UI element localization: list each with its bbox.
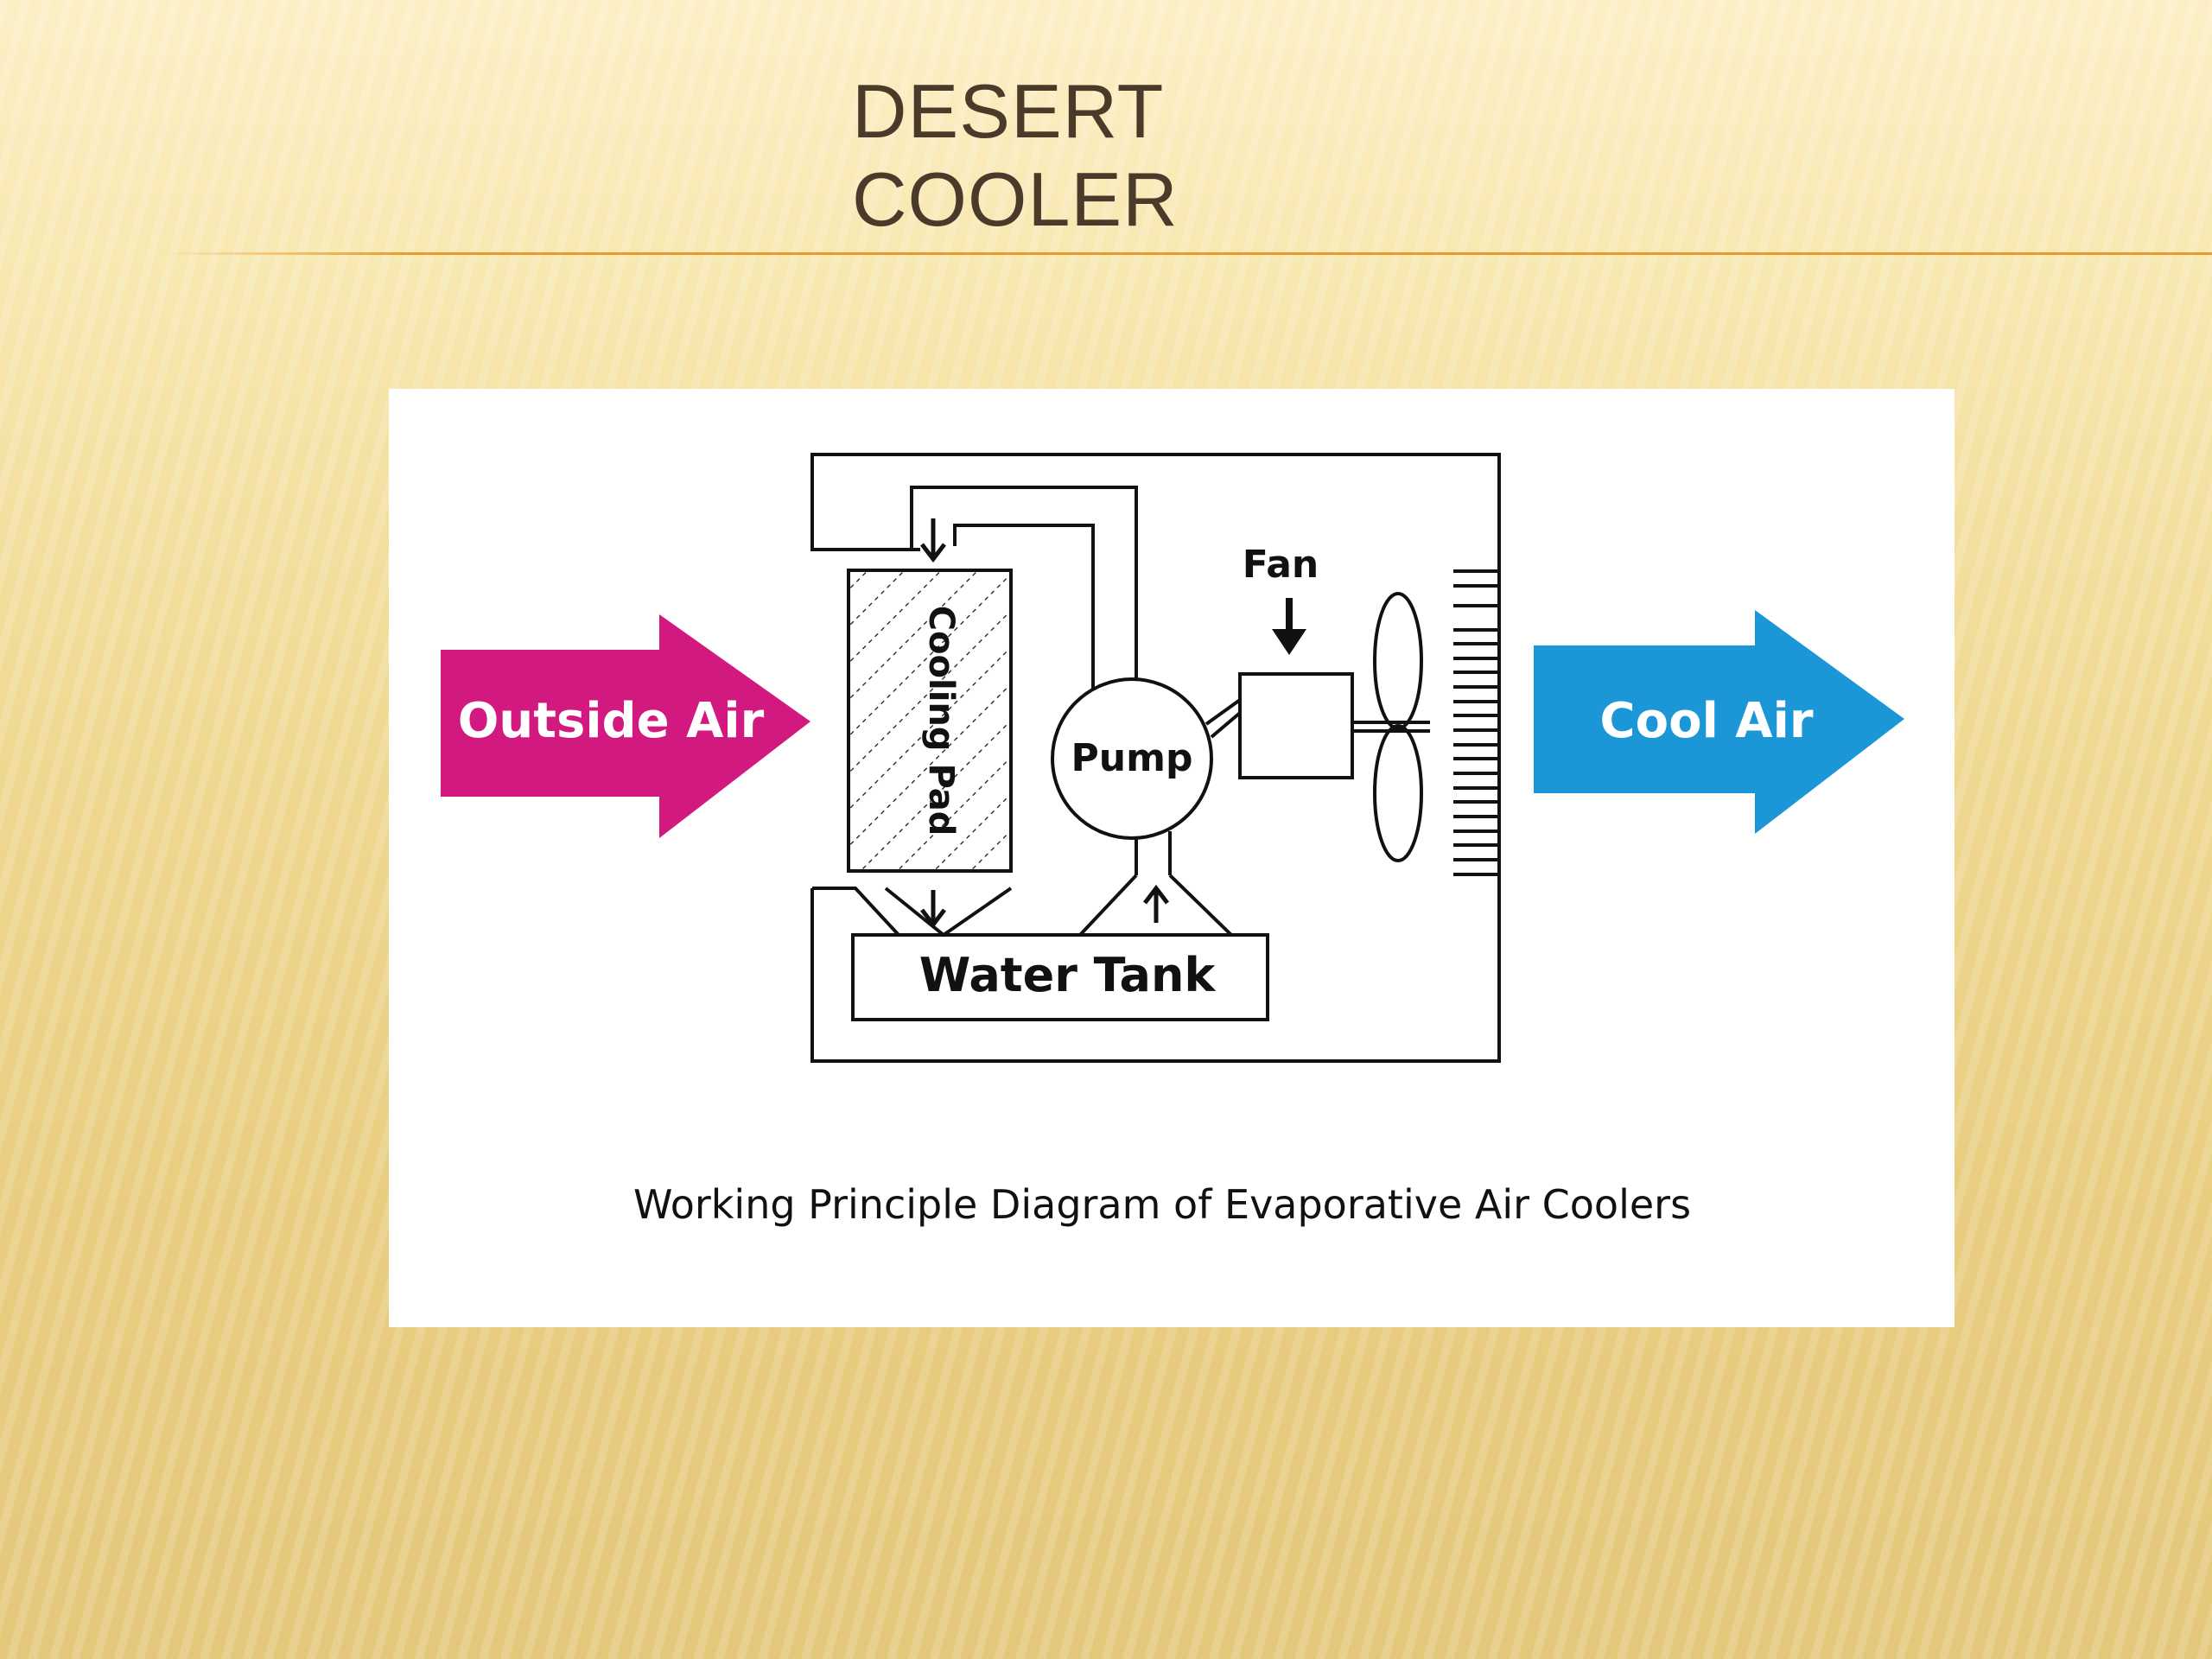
cool-air-arrow <box>1534 610 1904 834</box>
title-line-2: COOLER <box>852 156 1179 242</box>
cooler-diagram: Outside Air Cool Air <box>441 453 1904 1228</box>
arrow-up-icon <box>1143 884 1169 923</box>
diagram-caption: Working Principle Diagram of Evaporative… <box>633 1181 1691 1228</box>
diagram-panel: Outside Air Cool Air <box>389 389 1955 1327</box>
housing-outline <box>810 453 1501 571</box>
outside-air-arrow <box>441 614 810 838</box>
pump-motor-link-2 <box>1210 711 1242 739</box>
pump-intake-right <box>1168 874 1233 937</box>
title-divider <box>164 252 2212 255</box>
outside-air-label: Outside Air <box>458 693 765 749</box>
housing-outline-lower <box>810 884 1501 1063</box>
drip-funnel <box>884 887 1013 938</box>
arrow-down-icon <box>920 890 946 929</box>
pump <box>1051 677 1213 840</box>
vent-grille <box>1453 569 1501 884</box>
pump-motor-link <box>1205 698 1242 726</box>
fan-blade-lower <box>1373 724 1423 862</box>
fan-motor <box>1238 672 1354 779</box>
flow-arrows <box>920 518 1169 929</box>
housing-bottom-left <box>812 887 900 937</box>
cooling-pad <box>847 569 1013 873</box>
fan-blade-upper <box>1373 592 1423 730</box>
water-pipe-inner <box>953 524 1095 691</box>
fan-arrow-icon <box>1272 598 1306 655</box>
title-line-1: DESERT <box>852 68 1165 154</box>
water-pipe <box>910 486 1138 689</box>
pump-label: Pump <box>1071 736 1193 780</box>
pump-intake-left <box>1078 874 1138 937</box>
fan-label: Fan <box>1243 543 1319 587</box>
water-tank <box>851 933 1269 1021</box>
cool-air-label: Cool Air <box>1600 693 1814 749</box>
water-tank-label: Water Tank <box>919 948 1217 1002</box>
arrow-down-icon <box>920 518 946 563</box>
cooling-pad-label: Cooling Pad <box>921 606 961 836</box>
slide-title: DESERT COOLER <box>852 67 1301 244</box>
